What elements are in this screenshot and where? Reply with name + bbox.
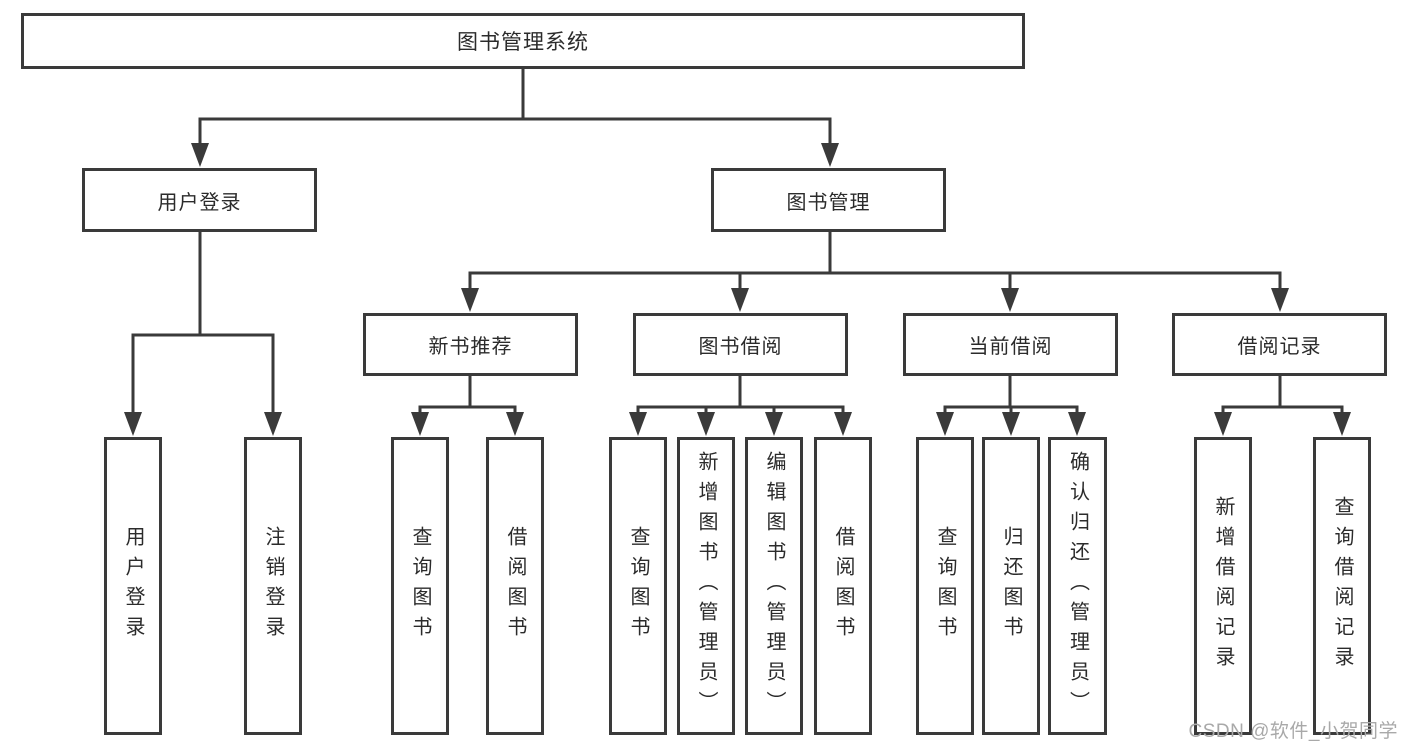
- node-book-management-label: 图书管理: [786, 191, 871, 214]
- node-logout-action-label: 注销登录: [262, 526, 284, 646]
- node-logout-action: 注销登录: [244, 437, 302, 735]
- node-add-borrow-record-label: 新增借阅记录: [1212, 496, 1234, 676]
- connector-arrowheads: [124, 143, 1351, 436]
- node-query-books-current: 查询图书: [916, 437, 974, 735]
- node-current-borrow-label: 当前借阅: [968, 336, 1053, 358]
- node-book-borrow-label: 图书借阅: [698, 336, 783, 358]
- node-root-label: 图书管理系统: [457, 31, 589, 54]
- node-edit-book-admin: 编辑图书（管理员）: [745, 437, 803, 735]
- node-current-borrow: 当前借阅: [903, 313, 1118, 376]
- node-borrow-books-recommend: 借阅图书: [486, 437, 544, 735]
- node-return-book-label: 归还图书: [1000, 526, 1022, 646]
- connector-paths: [131, 69, 1344, 417]
- node-query-borrow-record-label: 查询借阅记录: [1331, 496, 1353, 676]
- node-borrow-records: 借阅记录: [1172, 313, 1387, 376]
- node-edit-book-admin-label: 编辑图书（管理员）: [763, 451, 785, 721]
- node-add-borrow-record: 新增借阅记录: [1194, 437, 1252, 735]
- node-borrow-books-borrow: 借阅图书: [814, 437, 872, 735]
- node-user-login: 用户登录: [82, 168, 317, 232]
- node-borrow-books-recommend-label: 借阅图书: [504, 526, 526, 646]
- node-confirm-return-admin-label: 确认归还（管理员）: [1066, 451, 1089, 721]
- node-query-books-borrow-label: 查询图书: [627, 526, 649, 646]
- node-user-login-action: 用户登录: [104, 437, 162, 735]
- node-query-borrow-record: 查询借阅记录: [1313, 437, 1371, 735]
- node-borrow-records-label: 借阅记录: [1237, 336, 1322, 358]
- node-user-login-action-label: 用户登录: [122, 526, 144, 646]
- node-confirm-return-admin: 确认归还（管理员）: [1048, 437, 1107, 735]
- node-return-book: 归还图书: [982, 437, 1040, 735]
- node-query-books-borrow: 查询图书: [609, 437, 667, 735]
- node-user-login-label: 用户登录: [157, 191, 242, 214]
- node-root: 图书管理系统: [21, 13, 1025, 69]
- node-query-books-current-label: 查询图书: [934, 526, 956, 646]
- node-new-book-recommend: 新书推荐: [363, 313, 578, 376]
- node-add-book-admin: 新增图书（管理员）: [677, 437, 735, 735]
- node-add-book-admin-label: 新增图书（管理员）: [695, 451, 717, 721]
- node-query-books-recommend-label: 查询图书: [409, 526, 431, 646]
- node-book-borrow: 图书借阅: [633, 313, 848, 376]
- node-book-management: 图书管理: [711, 168, 946, 232]
- csdn-watermark: CSDN @软件_小贺同学: [1188, 721, 1398, 742]
- node-query-books-recommend: 查询图书: [391, 437, 449, 735]
- node-new-book-recommend-label: 新书推荐: [428, 336, 513, 358]
- node-borrow-books-borrow-label: 借阅图书: [832, 526, 854, 646]
